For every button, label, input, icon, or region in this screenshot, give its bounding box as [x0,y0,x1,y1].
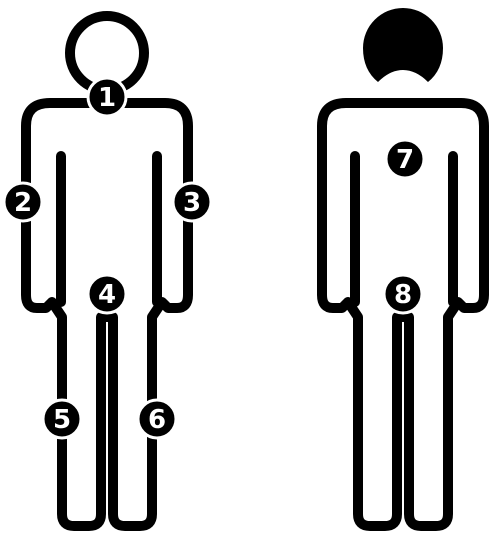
marker-3: 3 [173,183,211,221]
marker-2-label: 2 [14,188,32,218]
marker-8: 8 [384,275,422,313]
marker-8-label: 8 [394,280,412,310]
marker-3-label: 3 [183,188,201,218]
marker-4: 4 [88,275,126,313]
back-figure [322,8,484,526]
marker-1: 1 [88,78,126,116]
marker-6: 6 [138,400,176,438]
marker-5: 5 [43,400,81,438]
marker-7-label: 7 [396,145,414,175]
back-head-filled [363,8,443,82]
marker-7: 7 [386,140,424,178]
marker-5-label: 5 [53,405,71,435]
marker-4-label: 4 [98,280,116,310]
marker-6-label: 6 [148,405,166,435]
marker-1-label: 1 [98,83,116,113]
marker-2: 2 [4,183,42,221]
